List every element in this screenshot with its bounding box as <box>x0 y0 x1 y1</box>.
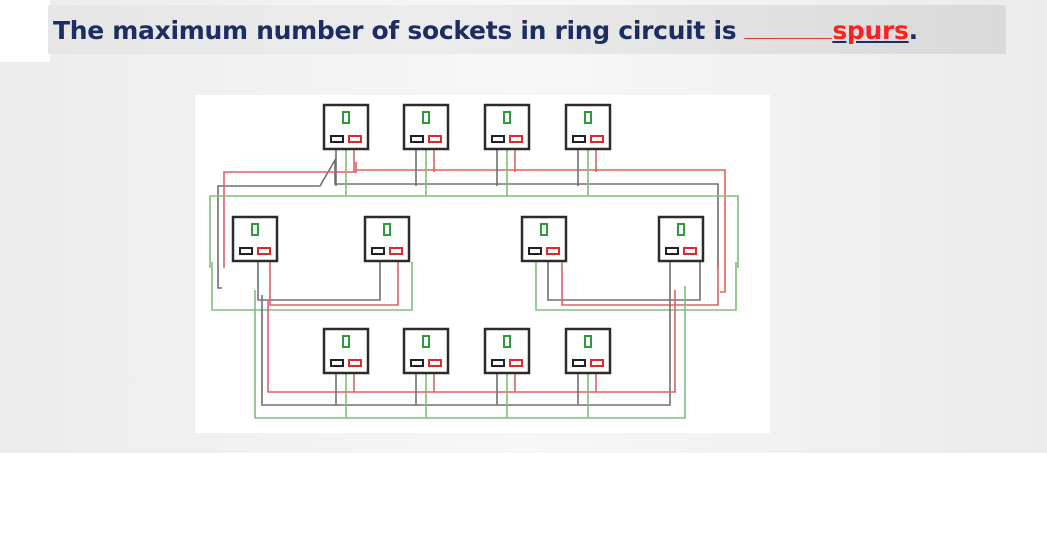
socket-terminal-black <box>491 359 505 367</box>
ring-neutral-top <box>217 157 719 268</box>
socket-terminal-red <box>389 247 403 255</box>
socket-switch-green <box>383 223 391 236</box>
ring-earth-top <box>209 195 739 268</box>
socket-switch-green <box>342 111 350 124</box>
socket-terminal-black <box>330 359 344 367</box>
mid-left-neutral-loop <box>257 262 381 301</box>
socket-terminal-black <box>491 135 505 143</box>
socket-terminal-red <box>546 247 560 255</box>
mid-right-earth-loop <box>535 262 737 311</box>
socket-terminal-red <box>590 135 604 143</box>
slide-corner <box>0 0 50 62</box>
ring-live-top <box>223 162 726 268</box>
diagram-panel <box>195 95 770 433</box>
socket-terminal-red <box>257 247 271 255</box>
socket-terminal-red <box>509 135 523 143</box>
socket-switch-green <box>677 223 685 236</box>
mid-left-earth-loop <box>211 262 413 311</box>
socket-terminal-red <box>428 359 442 367</box>
socket-top-4 <box>564 103 612 151</box>
answer-period: . <box>908 16 919 45</box>
socket-top-2 <box>402 103 450 151</box>
socket-switch-green <box>503 111 511 124</box>
socket-terminal-red <box>348 135 362 143</box>
socket-bottom-4 <box>564 327 612 375</box>
socket-switch-green <box>342 335 350 348</box>
mid-left-live-loop <box>269 262 399 306</box>
socket-terminal-black <box>572 359 586 367</box>
socket-bottom-1 <box>322 327 370 375</box>
socket-terminal-black <box>239 247 253 255</box>
socket-terminal-black <box>410 135 424 143</box>
socket-top-3 <box>483 103 531 151</box>
socket-switch-green <box>251 223 259 236</box>
title-bar <box>48 5 1006 54</box>
socket-bottom-2 <box>402 327 450 375</box>
socket-top-1 <box>322 103 370 151</box>
socket-terminal-black <box>665 247 679 255</box>
socket-switch-green <box>422 335 430 348</box>
socket-terminal-red <box>348 359 362 367</box>
socket-middle-1 <box>231 215 279 263</box>
socket-middle-2 <box>363 215 411 263</box>
socket-switch-green <box>584 111 592 124</box>
ring-neutral-left <box>217 268 222 289</box>
mid-right-live-loop <box>561 262 719 306</box>
socket-terminal-black <box>572 135 586 143</box>
socket-terminal-black <box>410 359 424 367</box>
answer-word: spurs <box>832 16 909 45</box>
socket-middle-4 <box>657 215 705 263</box>
ring-live-right <box>720 268 726 293</box>
socket-bottom-3 <box>483 327 531 375</box>
socket-terminal-red <box>428 135 442 143</box>
socket-switch-green <box>503 335 511 348</box>
mid-right-neutral-loop <box>547 262 701 301</box>
ring-neutral-bottom <box>261 262 671 406</box>
socket-switch-green <box>584 335 592 348</box>
socket-terminal-red <box>509 359 523 367</box>
ring-live-bottom <box>267 290 676 393</box>
socket-middle-3 <box>520 215 568 263</box>
socket-terminal-red <box>683 247 697 255</box>
socket-terminal-black <box>330 135 344 143</box>
socket-terminal-black <box>371 247 385 255</box>
question-label: The maximum number of sockets in ring ci… <box>53 16 737 45</box>
socket-switch-green <box>540 223 548 236</box>
socket-terminal-red <box>590 359 604 367</box>
answer-blank[interactable] <box>744 12 833 39</box>
question-text: The maximum number of sockets in ring ci… <box>53 12 918 48</box>
ring-earth-bottom <box>254 286 686 419</box>
socket-switch-green <box>422 111 430 124</box>
socket-terminal-black <box>528 247 542 255</box>
